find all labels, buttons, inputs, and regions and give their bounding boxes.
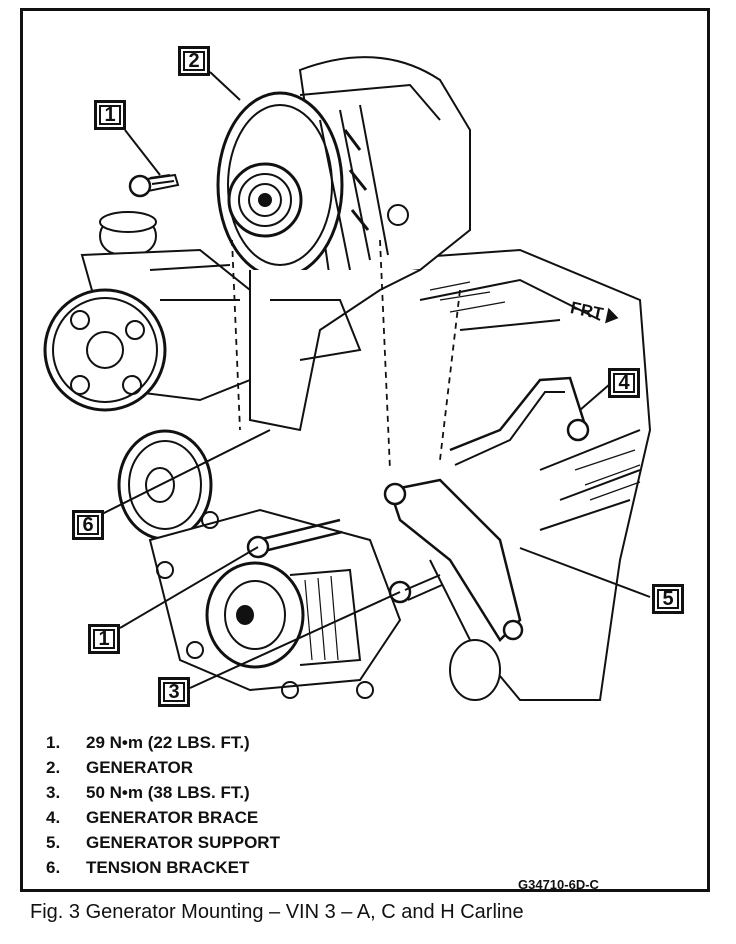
callout-1-top: 1 [94, 100, 126, 130]
callout-4: 4 [608, 368, 640, 398]
legend-item: 3. 50 N•m (38 LBS. FT.) [46, 783, 280, 808]
legend-item: 1. 29 N•m (22 LBS. FT.) [46, 733, 280, 758]
legend-number: 6. [46, 858, 61, 877]
legend-number: 4. [46, 808, 61, 827]
callout-1-bottom: 1 [88, 624, 120, 654]
legend-text: GENERATOR SUPPORT [86, 833, 280, 852]
legend-number: 1. [46, 733, 61, 752]
legend-text: GENERATOR [86, 758, 194, 777]
callout-2: 2 [178, 46, 210, 76]
legend-text: 29 N•m (22 LBS. FT.) [86, 733, 250, 752]
callout-3: 3 [158, 677, 190, 707]
legend-text: TENSION BRACKET [86, 858, 250, 877]
generator-shape [216, 56, 471, 282]
parts-legend: 1. 29 N•m (22 LBS. FT.) 2. GENERATOR 3. 50 … [46, 733, 280, 883]
legend-item: 5. GENERATOR SUPPORT [46, 833, 280, 858]
figure-code: G34710-6D-C [518, 877, 599, 892]
callout-5: 5 [652, 584, 684, 614]
legend-item: 6. TENSION BRACKET [46, 858, 280, 883]
legend-item: 2. GENERATOR [46, 758, 280, 783]
crank-pulley [117, 429, 213, 541]
bolt-top [128, 173, 180, 198]
callout-6: 6 [72, 510, 104, 540]
water-pump [148, 508, 501, 701]
legend-item: 4. GENERATOR BRACE [46, 808, 280, 833]
figure-caption: Fig. 3 Generator Mounting – VIN 3 – A, C… [30, 901, 524, 923]
legend-text: 50 N•m (38 LBS. FT.) [86, 783, 250, 802]
legend-number: 3. [46, 783, 61, 802]
legend-number: 2. [46, 758, 61, 777]
power-steering-pump [43, 211, 251, 412]
legend-text: GENERATOR BRACE [86, 808, 259, 827]
legend-number: 5. [46, 833, 61, 852]
